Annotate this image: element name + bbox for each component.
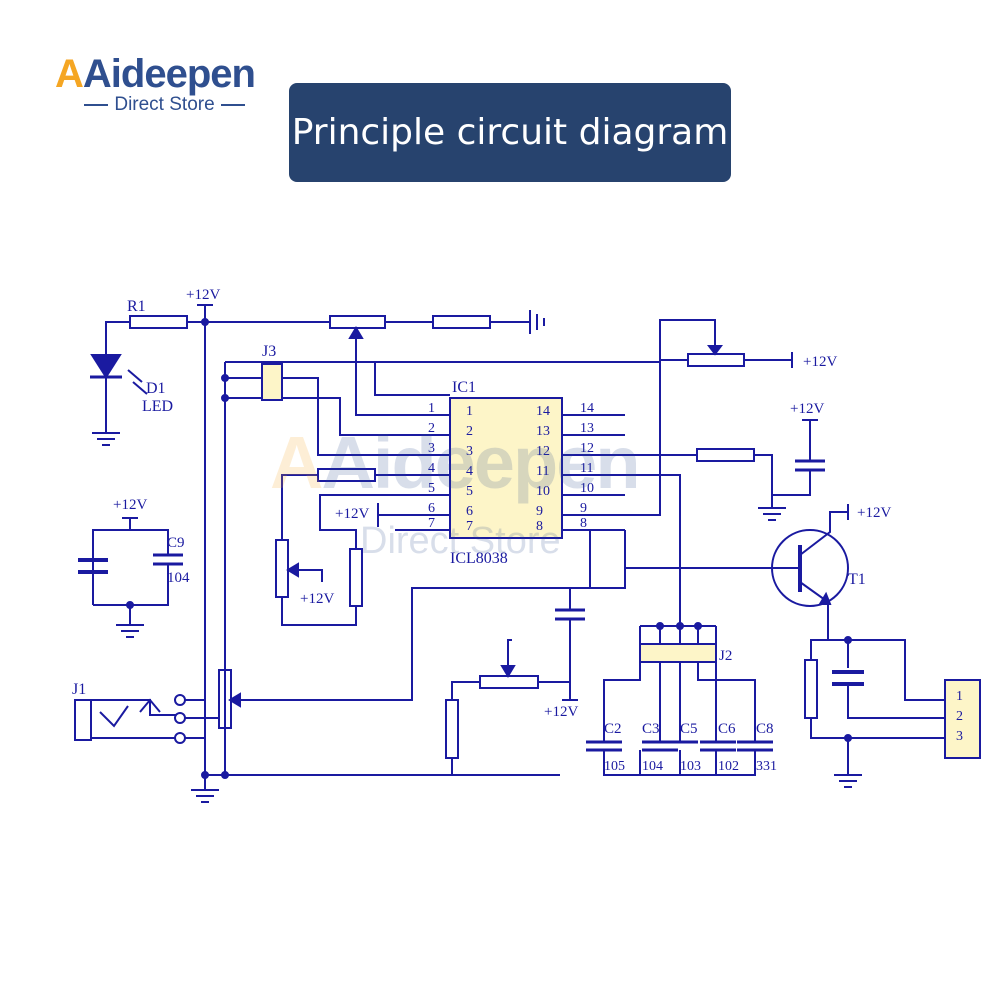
right-potentiometer: [687, 353, 745, 367]
title-banner: Principle circuit diagram: [289, 83, 731, 182]
ic1-label: IC1: [452, 379, 476, 396]
brand-logo: AAideepen Direct Store: [55, 52, 285, 122]
ic-pin-label: 14: [580, 401, 594, 416]
ic-pin-label: 7: [428, 516, 435, 531]
logo-wordmark: AAideepen: [55, 52, 256, 96]
vcc-label: +12V: [113, 497, 147, 513]
c9-value: 104: [167, 570, 190, 586]
c8-value: 331: [756, 759, 777, 774]
j2-label: J2: [719, 648, 732, 664]
ic-pin-label: 12: [580, 441, 594, 456]
ic-pin-label: 1: [466, 404, 473, 419]
ground-symbol: [92, 432, 120, 446]
led-branch: [90, 315, 330, 446]
c2-value: 105: [604, 759, 625, 774]
ic-pin-label: 10: [536, 484, 550, 499]
pin4-resistor: [317, 468, 376, 482]
ic-pin-label: 5: [466, 484, 473, 499]
ic-pin-label: 8: [536, 519, 543, 534]
output-pin-label: 3: [956, 729, 963, 744]
ground-symbol: [191, 789, 219, 803]
c5-label: C5: [680, 721, 698, 737]
ic-pin-label: 13: [536, 424, 550, 439]
ic-pin-label: 6: [466, 504, 473, 519]
page-title: Principle circuit diagram: [291, 112, 729, 153]
c5-value: 103: [680, 759, 701, 774]
ic-pin-label: 13: [580, 421, 594, 436]
vcc-label: +12V: [544, 704, 578, 720]
right-resistor: [696, 448, 755, 462]
output-resistor: [804, 659, 818, 719]
led-diode: [90, 354, 122, 379]
r1-label: R1: [127, 298, 146, 315]
ic-pin-label: 1: [428, 401, 435, 416]
j1-jack: [74, 699, 92, 741]
ic-pin-label: 4: [428, 461, 435, 476]
ic-pin-label: 3: [466, 444, 473, 459]
ic-pin-label: 10: [580, 481, 594, 496]
output-pin-label: 1: [956, 689, 963, 704]
ic-pin-label: 12: [536, 444, 550, 459]
left-potentiometer: [275, 539, 289, 598]
j2-jumper: [639, 643, 717, 663]
ic-pin-label: 6: [428, 501, 435, 516]
j3-jumper: [261, 363, 283, 401]
vcc-label: +12V: [857, 505, 891, 521]
ic-part-label: ICL8038: [450, 550, 508, 567]
t1-label: T1: [848, 571, 866, 588]
ic-pin-label: 3: [428, 441, 435, 456]
c3-value: 104: [642, 759, 663, 774]
ic-pin-label: 2: [428, 421, 435, 436]
ic-pin-label: 5: [428, 481, 435, 496]
timing-capacitors: [586, 740, 773, 752]
ic1-body: [449, 397, 563, 539]
ground-symbol: [834, 774, 862, 788]
ground-symbol: [529, 310, 545, 334]
vcc-label: +12V: [803, 354, 837, 370]
c2-label: C2: [604, 721, 622, 737]
vcc-label: +12V: [790, 401, 824, 417]
j1-potentiometer: [218, 669, 232, 729]
logo-subtitle: Direct Store: [57, 94, 272, 116]
ic-pin-label: 7: [466, 519, 473, 534]
ground-symbol: [116, 624, 144, 638]
output-connector: [944, 679, 981, 759]
ic-pin-label: 8: [580, 516, 587, 531]
top-potentiometer: [329, 315, 386, 329]
ic-pin-label: 2: [466, 424, 473, 439]
ic-pin-label: 4: [466, 464, 473, 479]
c8-label: C8: [756, 721, 774, 737]
ground-symbol: [758, 507, 786, 521]
ic-pin-label: 14: [536, 404, 550, 419]
ic-pin-label: 11: [536, 464, 549, 479]
logo-text: Aideepen: [82, 52, 256, 96]
vcc-label: +12V: [335, 506, 369, 522]
ic-pin-label: 9: [536, 504, 543, 519]
ic-pin-label: 11: [580, 461, 593, 476]
ic-pin-label: 9: [580, 501, 587, 516]
c6-label: C6: [718, 721, 736, 737]
bottom-left-resistor: [445, 699, 459, 759]
output-pin-label: 2: [956, 709, 963, 724]
j3-label: J3: [262, 343, 276, 360]
vcc-label: +12V: [300, 591, 334, 607]
d1-label: D1: [146, 380, 166, 397]
ic-pin-labels: 1234567123456714131211109814131211109812…: [428, 401, 963, 744]
vcc-label: +12V: [186, 287, 220, 303]
c6-value: 102: [718, 759, 739, 774]
r1-resistor: [129, 315, 188, 329]
left-resistor: [349, 548, 363, 607]
bottom-potentiometer: [479, 675, 539, 689]
top-resistor: [432, 315, 491, 329]
led-label: LED: [142, 398, 173, 415]
c3-label: C3: [642, 721, 660, 737]
j1-label: J1: [72, 681, 86, 698]
c9-label: C9: [167, 535, 185, 551]
